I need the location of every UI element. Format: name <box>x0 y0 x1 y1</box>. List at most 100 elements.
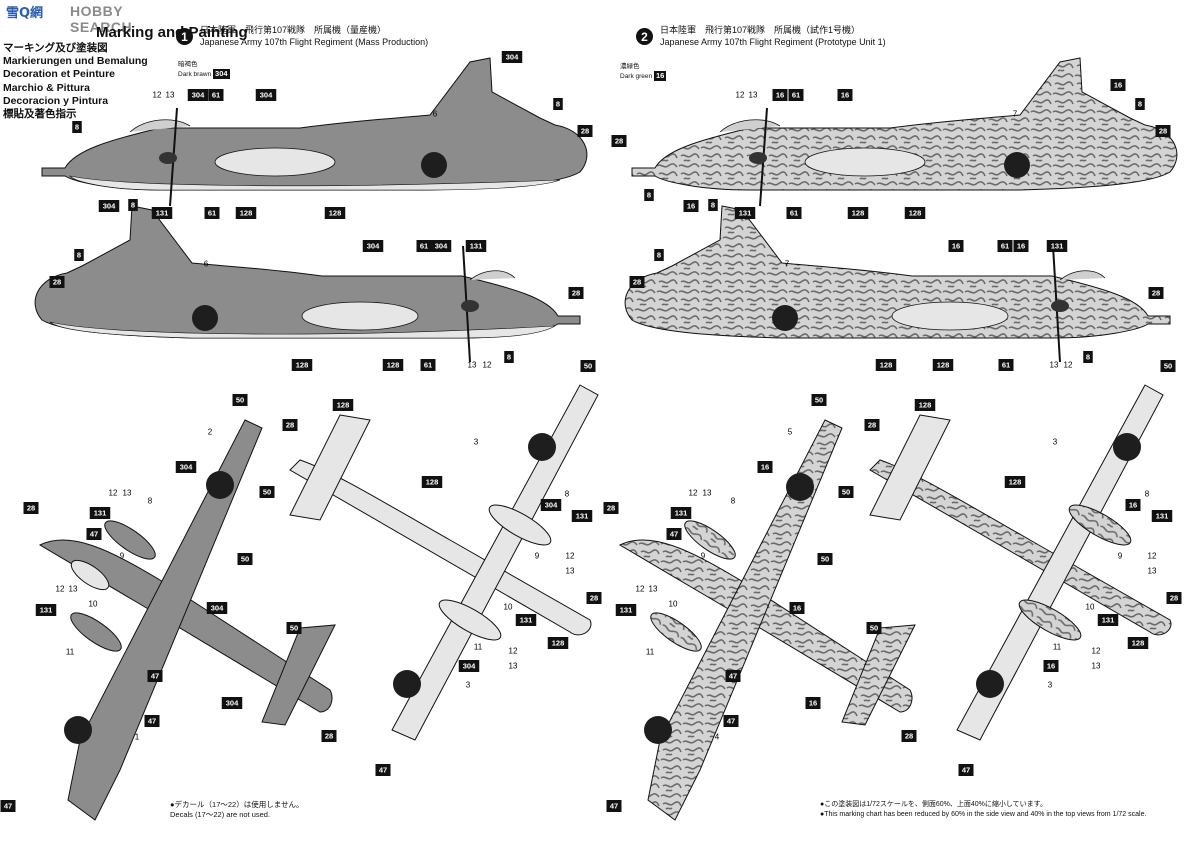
callout-top2-boxed-0-box <box>811 394 827 406</box>
callout-side2-boxed-10: 128 <box>382 359 404 371</box>
callout-side4-boxed-10: 128 <box>932 359 954 371</box>
callout-top2-boxed-3: 28 <box>603 502 619 514</box>
callout-top2-boxed-1-box <box>757 461 773 473</box>
callout-bottom1-plain-6-label: 11 <box>474 643 483 652</box>
callout-top1-boxed-11: 47 <box>144 715 160 727</box>
callout-side3-boxed-1-label: 16 <box>841 91 849 100</box>
callout-bottom1-plain-9: 3 <box>466 681 471 690</box>
callout-top2-boxed-11: 47 <box>723 715 739 727</box>
callout-side1-boxed-10: 128 <box>235 207 257 219</box>
callout-top2-boxed-2-label: 50 <box>842 488 850 497</box>
callout-side4-boxed-2: 28 <box>629 276 645 288</box>
callout-side2-boxed-11: 61 <box>420 359 436 371</box>
callout-top1-plain-7-label: 10 <box>89 600 98 609</box>
callout-bottom2-plain-8: 13 <box>1092 662 1101 671</box>
callout-top1-boxed-0: 50 <box>232 394 248 406</box>
callout-top1-boxed-3-box <box>23 502 39 514</box>
callout-side3-plain-0-label: 12 <box>736 91 745 100</box>
callout-bottom2-boxed-3-label: 50 <box>1164 362 1172 371</box>
callout-top2-plain-1-label: 12 <box>689 489 698 498</box>
callout-side3-boxed-6-label: 28 <box>1159 127 1167 136</box>
callout-top1-boxed-7-box <box>35 604 57 616</box>
callout-top2-boxed-12-label: 16 <box>809 699 817 708</box>
callout-bottom1-plain-0-label: 3 <box>474 438 479 447</box>
callout-side1-boxed-0: 304 <box>501 51 523 63</box>
callout-bottom1-boxed-6-box <box>515 614 537 626</box>
callout-bottom1-plain-4-label: 13 <box>566 567 575 576</box>
callout-bottom2-boxed-6-label: 131 <box>1102 616 1115 625</box>
callout-top1-plain-0: 2 <box>208 428 213 437</box>
callout-side1-boxed-11-box <box>324 207 346 219</box>
callout-bottom1-plain-0: 3 <box>474 438 479 447</box>
callout-top1-plain-1: 12 <box>109 489 118 498</box>
callout-side3-boxed-2: 61 <box>788 89 804 101</box>
callout-top1-boxed-6: 50 <box>237 553 253 565</box>
side-view-2-right <box>624 205 1171 363</box>
callout-bottom2-plain-2-label: 9 <box>1118 552 1123 561</box>
callout-bottom1-boxed-7-label: 304 <box>463 662 476 671</box>
callout-bottom1-boxed-7: 304 <box>458 660 480 672</box>
callout-side1-boxed-6-box <box>72 121 82 133</box>
callout-side4-boxed-8-label: 8 <box>1086 353 1090 362</box>
callout-bottom2-plain-9-label: 3 <box>1048 681 1053 690</box>
callout-top1-plain-2-label: 13 <box>123 489 132 498</box>
callout-side2-boxed-5-box <box>430 240 452 252</box>
callout-side4-plain-1-label: 13 <box>1050 361 1059 370</box>
callout-side2-boxed-2-box <box>49 276 65 288</box>
watermark-text: HOBBY SEARCH <box>70 3 133 35</box>
callout-bottom1-boxed-2: 128 <box>421 476 443 488</box>
callout-top2-boxed-14-label: 47 <box>610 802 618 811</box>
callout-top1-plain-7: 10 <box>89 600 98 609</box>
heading-line-de: Markierungen und Bemalung <box>3 55 148 68</box>
callout-top1-boxed-8-box <box>206 602 228 614</box>
callout-top2-boxed-5-label: 47 <box>670 530 678 539</box>
callout-bottom2-boxed-0-label: 128 <box>919 401 932 410</box>
callout-side2-plain-2: 12 <box>483 361 492 370</box>
callout-bottom1-boxed-3-box <box>580 360 596 372</box>
callout-top1-boxed-9-box <box>286 622 302 634</box>
callout-top2-plain-8: 11 <box>646 648 655 657</box>
callout-bottom2-boxed-5-box <box>1151 510 1173 522</box>
callout-top2-boxed-8-label: 16 <box>793 604 801 613</box>
heading-languages: マーキング及び塗装図 Markierungen und Bemalung Dec… <box>3 42 148 121</box>
callout-bottom2-boxed-7: 16 <box>1043 660 1059 672</box>
callout-side2-boxed-9: 128 <box>291 359 313 371</box>
callout-side3-boxed-4-label: 28 <box>615 137 623 146</box>
callout-side2-boxed-11-label: 61 <box>424 361 432 370</box>
callout-top2-boxed-11-label: 47 <box>727 717 735 726</box>
callout-bottom2-plain-5-label: 10 <box>1086 603 1095 612</box>
callout-side4-boxed-11-box <box>998 359 1014 371</box>
callout-top1-boxed-13-label: 28 <box>325 732 333 741</box>
callout-bottom2-plain-7-label: 12 <box>1092 647 1101 656</box>
callout-top2-plain-1: 12 <box>689 489 698 498</box>
callout-bottom2-boxed-2-label: 128 <box>1009 478 1022 487</box>
callout-bottom2-boxed-5: 131 <box>1151 510 1173 522</box>
callout-side3-boxed-10: 61 <box>786 207 802 219</box>
callout-top1-plain-3: 8 <box>148 497 153 506</box>
callout-top2-plain-7-label: 10 <box>669 600 678 609</box>
callout-side1-boxed-9-label: 61 <box>208 209 216 218</box>
callout-top2-plain-4: 9 <box>701 552 706 561</box>
callout-top1-boxed-9-label: 50 <box>290 624 298 633</box>
callout-bottom1-plain-6: 11 <box>474 643 483 652</box>
callout-side2-boxed-7-box <box>568 287 584 299</box>
callout-top1-plain-5: 12 <box>56 585 65 594</box>
callout-side1-boxed-9-box <box>204 207 220 219</box>
callout-top1-boxed-2-box <box>259 486 275 498</box>
callout-side2-boxed-4-box <box>416 240 432 252</box>
callout-top2-boxed-8: 16 <box>789 602 805 614</box>
scheme-2-color-jp: 濃緑色 <box>620 63 640 70</box>
callout-bottom1-plain-7: 12 <box>509 647 518 656</box>
callout-side4-boxed-3-box <box>948 240 964 252</box>
callout-bottom1-boxed-1: 28 <box>282 419 298 431</box>
callout-bottom2-plain-0: 3 <box>1053 438 1058 447</box>
callout-top2-plain-7: 10 <box>669 600 678 609</box>
callout-bottom2-plain-6-label: 11 <box>1053 643 1062 652</box>
callout-top2-boxed-1-label: 16 <box>761 463 769 472</box>
callout-side3-boxed-10-box <box>786 207 802 219</box>
callout-bottom1-boxed-9: 28 <box>586 592 602 604</box>
callout-bottom1-plain-8: 13 <box>509 662 518 671</box>
callout-bottom2-plain-4: 13 <box>1148 567 1157 576</box>
callout-side4-boxed-11: 61 <box>998 359 1014 371</box>
page-title: Marking and Painting <box>96 24 248 41</box>
